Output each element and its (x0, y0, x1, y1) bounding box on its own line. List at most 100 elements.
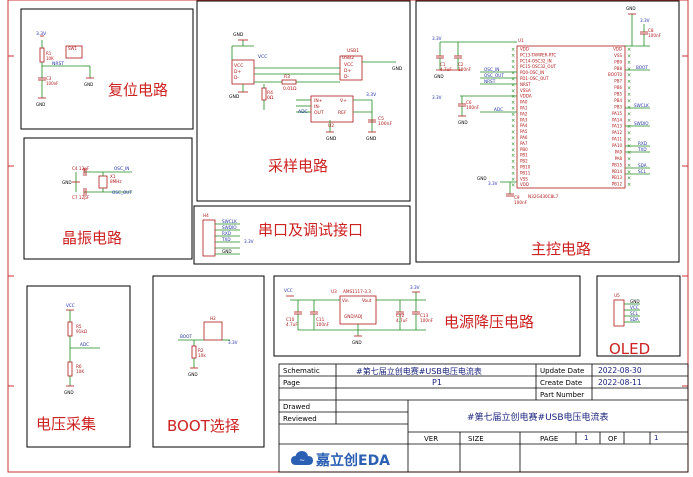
no-connect-mark: × (627, 86, 631, 92)
mcu-pin-left-label: VDDA (520, 94, 532, 99)
svg-text:10K: 10K (46, 56, 54, 61)
svg-text:TXD: TXD (637, 147, 647, 152)
svg-text:3.3V: 3.3V (410, 285, 420, 290)
mcu-pin-right-label: PB12 (612, 182, 623, 187)
tb-ver-label: VER (424, 435, 439, 443)
svg-text:IN+: IN+ (314, 98, 323, 104)
svg-text:USB2: USB2 (342, 55, 354, 61)
no-connect-mark: × (511, 177, 515, 183)
svg-text:3.3V: 3.3V (432, 36, 442, 41)
svg-text:100nF: 100nF (46, 81, 59, 86)
no-connect-mark: × (511, 147, 515, 153)
svg-text:SWDIO: SWDIO (222, 225, 237, 230)
svg-text:GND: GND (352, 340, 362, 345)
svg-text:10k: 10k (198, 353, 206, 358)
no-connect-mark: × (627, 73, 631, 79)
no-connect-mark: × (511, 82, 515, 88)
no-connect-mark: × (627, 131, 631, 137)
svg-text:C2: C2 (458, 62, 464, 67)
no-connect-mark: × (627, 137, 631, 143)
no-connect-mark: × (627, 66, 631, 72)
tb-drawed-label: Drawed (283, 403, 311, 411)
mcu-pin-right-label: PB15 (612, 162, 623, 167)
svg-text:D+: D+ (344, 68, 351, 74)
mcu-pin-left-label: PC15-OSC32_OUT (520, 64, 556, 69)
reset-circuit (38, 35, 94, 99)
crystal-circuit (72, 168, 132, 196)
no-connect-mark: × (627, 111, 631, 117)
block-sampling (196, 0, 411, 202)
block-vsample (26, 285, 131, 448)
block-main (415, 0, 680, 263)
mcu-pin-left-label: NRST (520, 82, 531, 87)
svg-text:GND: GND (392, 66, 403, 72)
svg-text:3.3V: 3.3V (640, 18, 650, 23)
block-boot (152, 275, 265, 448)
no-connect-mark: × (511, 130, 515, 136)
tb-schematic-value: #第七届立创电赛#USB电压电流表 (356, 367, 482, 376)
svg-text:U3: U3 (331, 289, 337, 294)
svg-text:SCL: SCL (638, 169, 647, 174)
mcu-pin-left-label: PB0 (520, 147, 528, 152)
mcu-pin-right-label: PA11 (612, 137, 622, 142)
svg-text:SW1: SW1 (68, 46, 77, 51)
mcu-pin-right-label: PB3 (614, 104, 622, 109)
no-connect-mark: × (511, 159, 515, 165)
svg-text:V+: V+ (340, 98, 347, 104)
power-circuit (286, 291, 426, 337)
no-connect-mark: × (511, 124, 515, 130)
svg-text:RXD: RXD (638, 141, 647, 146)
svg-text:VCC: VCC (258, 54, 267, 60)
svg-text:100nF: 100nF (648, 33, 662, 38)
no-connect-mark: × (627, 79, 631, 85)
mcu-pin-right-label: PA8 (615, 156, 623, 161)
mcu-pin-left-label: PA2 (520, 111, 528, 116)
svg-text:C5: C5 (378, 116, 384, 122)
svg-text:OSC_OUT: OSC_OUT (112, 190, 132, 195)
boot-title: BOOT选择 (167, 417, 240, 435)
no-connect-mark: × (627, 182, 631, 188)
svg-text:10K: 10K (76, 369, 84, 374)
svg-text:C6: C6 (466, 100, 472, 105)
svg-text:VCC: VCC (284, 288, 293, 293)
tb-of-label: OF (608, 435, 618, 443)
boot-labels: H2 BOOT 3.3V R2 10k GND (180, 316, 238, 377)
svg-text:OSC_OUT: OSC_OUT (484, 73, 504, 78)
no-connect-mark: × (511, 118, 515, 124)
svg-text:X1: X1 (110, 174, 116, 179)
svg-text:VCC: VCC (344, 62, 353, 68)
svg-text:ADC: ADC (298, 109, 308, 115)
no-connect-mark: × (627, 53, 631, 59)
svg-text:GND: GND (229, 94, 240, 100)
svg-text:OSC_IN: OSC_IN (484, 67, 499, 72)
boot-circuit (178, 321, 230, 369)
svg-text:100nF: 100nF (458, 67, 472, 72)
mcu-circuit (436, 13, 650, 197)
mcu-pin-left-label: PC14-OSC32_IN (520, 58, 552, 63)
mcu-pin-right-label: PA14 (612, 117, 622, 122)
mcu-pin-right-label: PB6 (614, 85, 622, 90)
main-title: 主控电路 (531, 240, 592, 258)
svg-text:C10: C10 (286, 317, 295, 322)
svg-text:ADC: ADC (80, 342, 89, 347)
sampling-circuit (231, 39, 396, 133)
mcu-pin-right-label: PA9 (615, 149, 623, 154)
mcu-pin-left-label: VSSA (520, 88, 531, 93)
tb-page-value: P1 (432, 378, 442, 387)
no-connect-mark: × (511, 53, 515, 59)
tb-reviewed-label: Reviewed (283, 415, 317, 423)
power-title: 电源降压电路 (444, 313, 535, 331)
block-uart (193, 205, 411, 265)
svg-text:3.3V: 3.3V (36, 31, 47, 37)
uart-circuit (202, 219, 240, 257)
mcu-pin-right-label: PA13 (612, 124, 622, 129)
svg-text:SDA: SDA (638, 163, 647, 168)
svg-text:R6: R6 (76, 364, 82, 369)
mcu-pin-left-label: PA3 (520, 117, 528, 122)
no-connect-mark: × (627, 169, 631, 175)
no-connect-mark: × (627, 105, 631, 111)
svg-text:Vout: Vout (362, 298, 372, 303)
svg-text:4.7uF: 4.7uF (440, 67, 452, 72)
svg-text:ADC: ADC (494, 107, 503, 112)
